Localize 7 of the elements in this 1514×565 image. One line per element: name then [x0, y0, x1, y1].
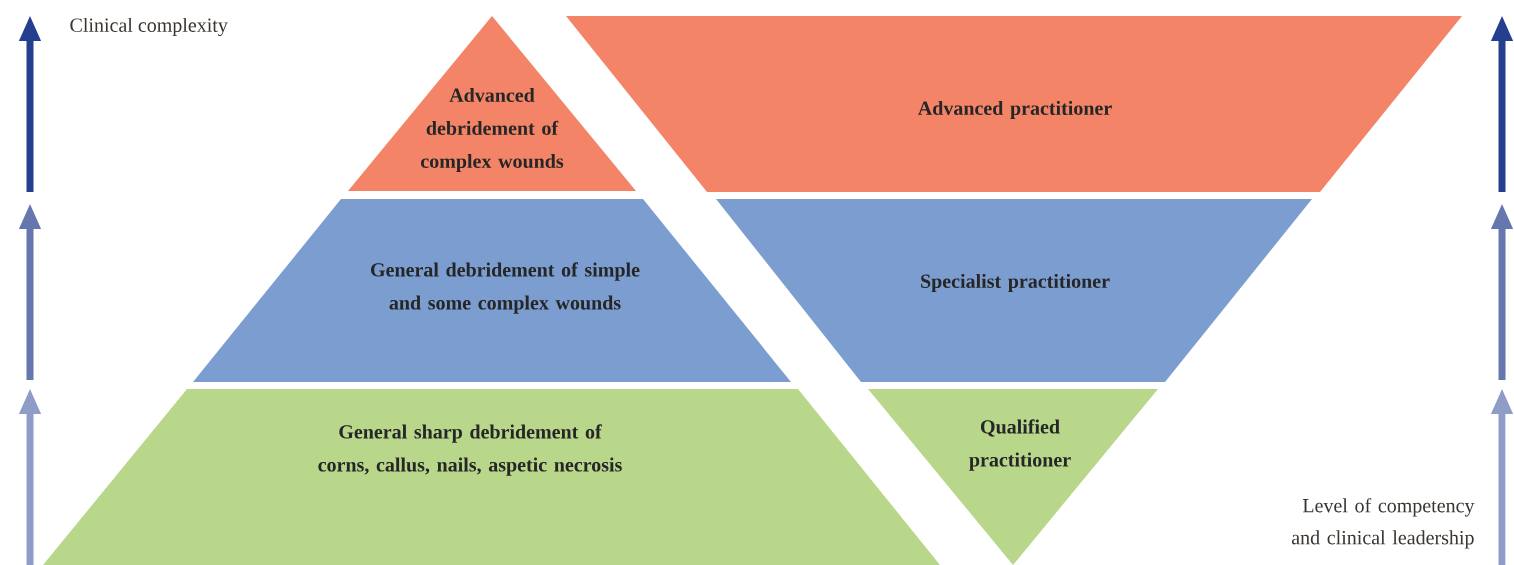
- axis-label: Clinical complexity: [70, 17, 228, 37]
- pyramid-tier: Advanced debridement of complex wounds: [348, 16, 636, 191]
- node-label: General debridement of simple and some complex wounds: [371, 262, 640, 314]
- axis-label: Level of competency and clinical leadership: [1291, 498, 1475, 549]
- pyramid-tier: Qualified practitioner: [868, 389, 1158, 565]
- pyramid-tier: Specialist practitioner: [716, 199, 1312, 382]
- pyramid-tier: General debridement of simple and some complex wounds: [193, 199, 791, 382]
